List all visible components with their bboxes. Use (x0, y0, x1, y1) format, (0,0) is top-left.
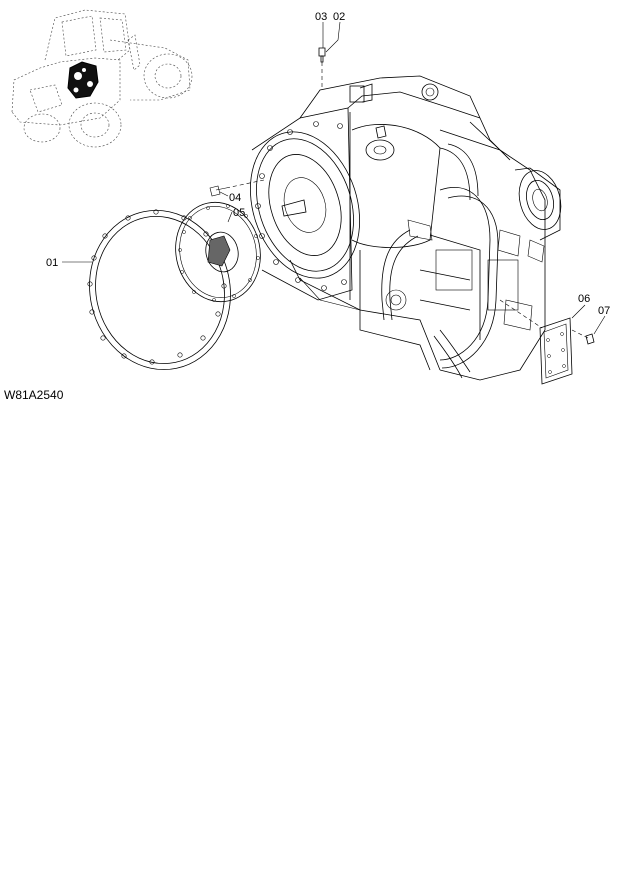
bolt-part-02-03 (318, 47, 326, 63)
cover-plate-part-06 (499, 299, 573, 385)
callout-04: 04 (229, 192, 241, 204)
callout-02: 02 (333, 11, 345, 23)
machine-locator-thumbnail (11, 9, 193, 148)
callout-05: 05 (233, 207, 245, 219)
flex-plate-part-05 (175, 201, 261, 303)
callout-01: 01 (46, 257, 58, 269)
bolt-part-04 (209, 179, 265, 197)
gasket-ring-part-01 (87, 209, 231, 370)
callout-03: 03 (315, 11, 327, 23)
highlighted-transmission-icon (67, 61, 99, 99)
callout-06: 06 (578, 293, 590, 305)
callout-07: 07 (598, 305, 610, 317)
callout-leaders (62, 21, 606, 335)
drawing-code: W81A2540 (4, 388, 64, 402)
screw-part-07 (571, 329, 595, 345)
transmission-assembly (249, 62, 562, 381)
